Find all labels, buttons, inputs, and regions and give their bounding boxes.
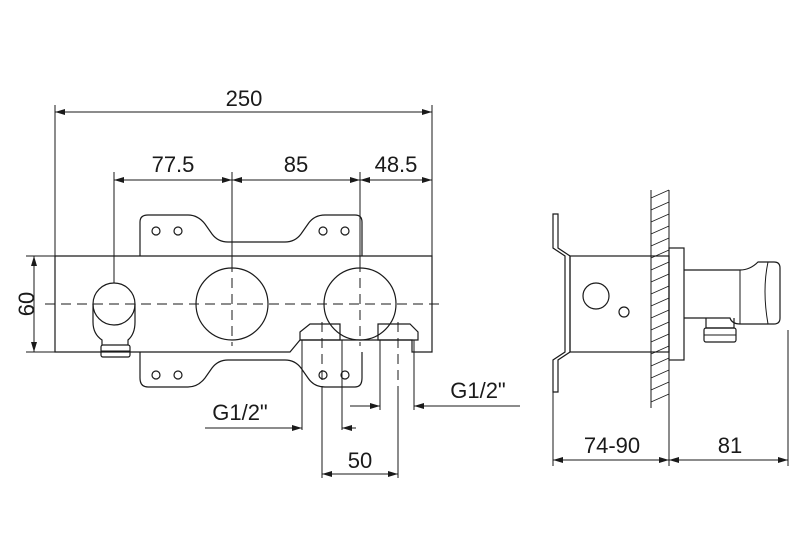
- dim-inlet-spacing: 50: [348, 448, 372, 473]
- mounting-bracket-top: [139, 214, 363, 256]
- thread-arrow: [342, 425, 352, 431]
- side-handle-port: [582, 282, 610, 310]
- side-dimensions: 74-90 81: [553, 433, 788, 463]
- dim-projection: 81: [718, 433, 742, 458]
- side-flange: [668, 247, 685, 361]
- mounting-bracket-bottom: [139, 352, 363, 388]
- bracket-hole: [340, 370, 350, 380]
- thread-arrow: [414, 403, 424, 409]
- dim-height: 60: [14, 292, 39, 316]
- wall-hatch: [650, 189, 670, 408]
- front-dimensions: 250 77.5 85 48.5 60 G1/2" G1/2" 50: [14, 86, 520, 477]
- side-bracket: [552, 213, 571, 393]
- dim-wall-depth: 74-90: [584, 433, 640, 458]
- bracket-hole: [173, 370, 183, 380]
- outlet-elbow: [92, 304, 136, 345]
- bracket-hole: [173, 226, 183, 236]
- side-view: [552, 189, 789, 466]
- bracket-hole: [318, 226, 328, 236]
- dim-thread-left: G1/2": [212, 400, 268, 425]
- bracket-hole: [318, 370, 328, 380]
- side-outlet: [705, 318, 735, 329]
- dim-overall-width: 250: [226, 86, 263, 111]
- side-body: [569, 255, 670, 353]
- dim-thread-right: G1/2": [450, 378, 506, 403]
- inlet-right: [377, 323, 419, 341]
- side-small-port: [618, 306, 630, 318]
- dim-center-spacing: 85: [284, 152, 308, 177]
- side-spout-detail: [739, 261, 769, 325]
- dim-left-spacing: 77.5: [152, 152, 195, 177]
- bracket-hole: [340, 226, 350, 236]
- inlet-left: [299, 323, 341, 341]
- bracket-hole: [151, 370, 161, 380]
- dim-right-spacing: 48.5: [375, 152, 418, 177]
- side-spout: [684, 261, 781, 325]
- bracket-hole: [151, 226, 161, 236]
- front-view: [26, 105, 445, 478]
